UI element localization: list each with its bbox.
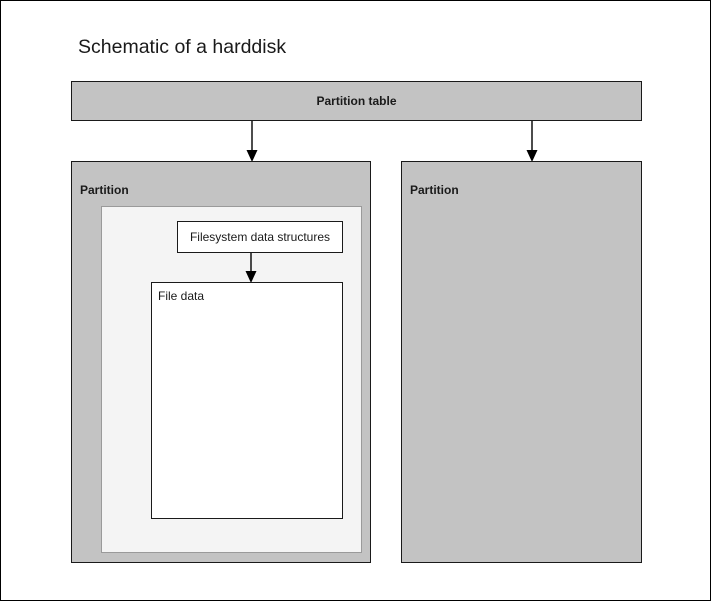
block-partition-right-label: Partition bbox=[410, 183, 459, 197]
block-filesystem-data-structures[interactable]: Filesystem data structures bbox=[177, 221, 343, 253]
page-title: Schematic of a harddisk bbox=[78, 36, 287, 58]
arrow-filesystem-to-file-data bbox=[245, 253, 257, 283]
block-partition-left-label: Partition bbox=[80, 183, 129, 197]
block-partition-right[interactable]: Partition bbox=[401, 161, 642, 563]
block-filesystem-data-structures-label: Filesystem data structures bbox=[189, 230, 331, 244]
arrow-partition-table-to-partition-left bbox=[246, 121, 258, 162]
arrow-partition-table-to-partition-right bbox=[526, 121, 538, 162]
block-file-data[interactable]: File data bbox=[151, 282, 343, 519]
block-partition-table-label: Partition table bbox=[316, 94, 397, 108]
block-file-data-label: File data bbox=[158, 289, 205, 303]
block-partition-table[interactable]: Partition table bbox=[71, 81, 642, 121]
